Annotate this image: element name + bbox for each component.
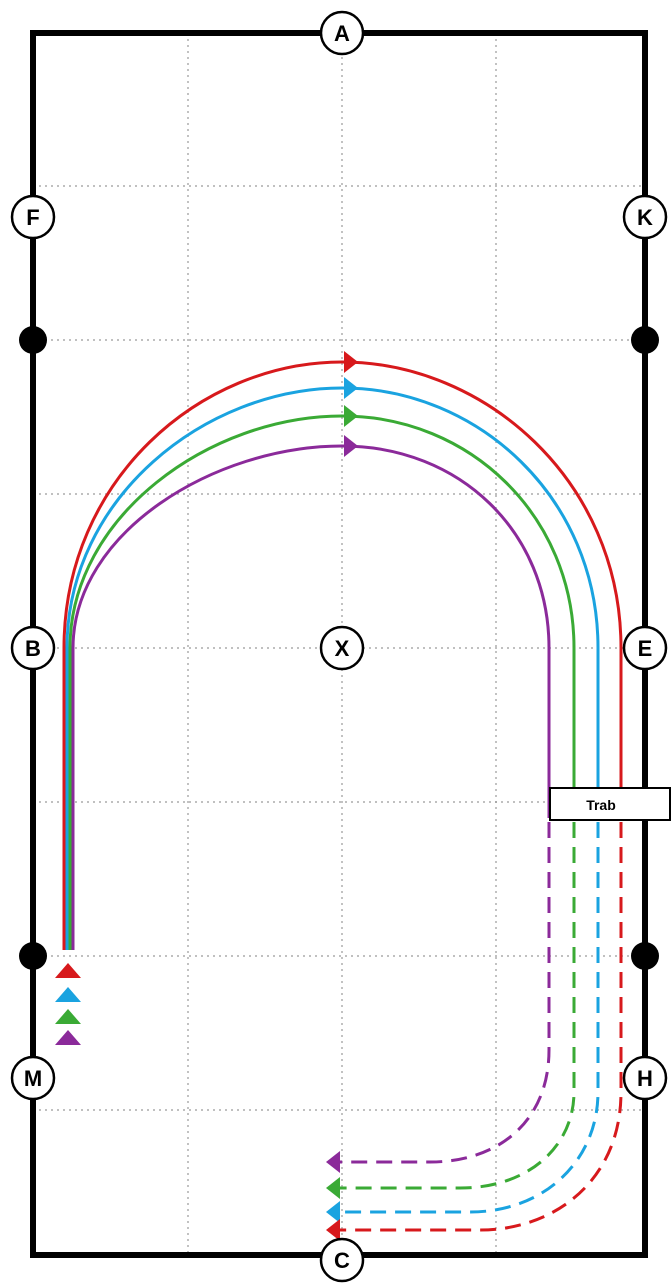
letter-M: M [10, 1055, 56, 1101]
path-purple-solid [71, 444, 551, 950]
path-red-solid [62, 360, 623, 950]
arrow-blue-bottom [326, 1201, 340, 1223]
arrow-red-start [55, 963, 81, 978]
arrow-green-start [55, 1009, 81, 1024]
top-arrows [344, 351, 358, 457]
arrow-purple-start [55, 1030, 81, 1045]
arrow-red-bottom [326, 1219, 340, 1241]
arrow-blue-start [55, 987, 81, 1002]
arrow-green-top [344, 405, 358, 427]
svg-text:H: H [637, 1066, 653, 1091]
gait-label-box: Trab [549, 787, 671, 821]
letter-F: F [10, 194, 56, 240]
path-red-dashed [335, 822, 623, 1232]
path-blue-dashed [335, 822, 600, 1214]
letter-K: K [622, 194, 668, 240]
path-green-dashed [335, 822, 576, 1190]
marker-dot [631, 326, 659, 354]
svg-text:X: X [335, 636, 350, 661]
svg-text:F: F [26, 205, 39, 230]
letter-X: X [319, 625, 365, 671]
path-purple-dashed [335, 822, 551, 1164]
arrow-purple-bottom [326, 1151, 340, 1173]
svg-text:A: A [334, 21, 350, 46]
path-green-solid [68, 414, 576, 950]
letter-A: A [319, 10, 365, 56]
letter-E: E [622, 625, 668, 671]
arrow-green-bottom [326, 1177, 340, 1199]
letter-C: C [319, 1237, 365, 1283]
marker-dot [19, 942, 47, 970]
marker-dot [631, 942, 659, 970]
letter-B: B [10, 625, 56, 671]
arena-grid [33, 33, 645, 1255]
arrow-purple-top [344, 435, 358, 457]
svg-text:M: M [24, 1066, 42, 1091]
riding-paths [62, 360, 623, 1232]
bottom-arrows [326, 1151, 340, 1241]
arena-letters: A F K B X E M H [10, 10, 668, 1283]
svg-text:B: B [25, 636, 41, 661]
start-arrows [55, 963, 81, 1045]
svg-text:K: K [637, 205, 653, 230]
arena-markers [19, 326, 659, 970]
gait-label: Trab [586, 797, 616, 813]
svg-text:E: E [638, 636, 653, 661]
path-blue-solid [65, 386, 600, 950]
arrow-blue-top [344, 377, 358, 399]
arrow-red-top [344, 351, 358, 373]
letter-H: H [622, 1055, 668, 1101]
svg-text:C: C [334, 1248, 350, 1273]
marker-dot [19, 326, 47, 354]
